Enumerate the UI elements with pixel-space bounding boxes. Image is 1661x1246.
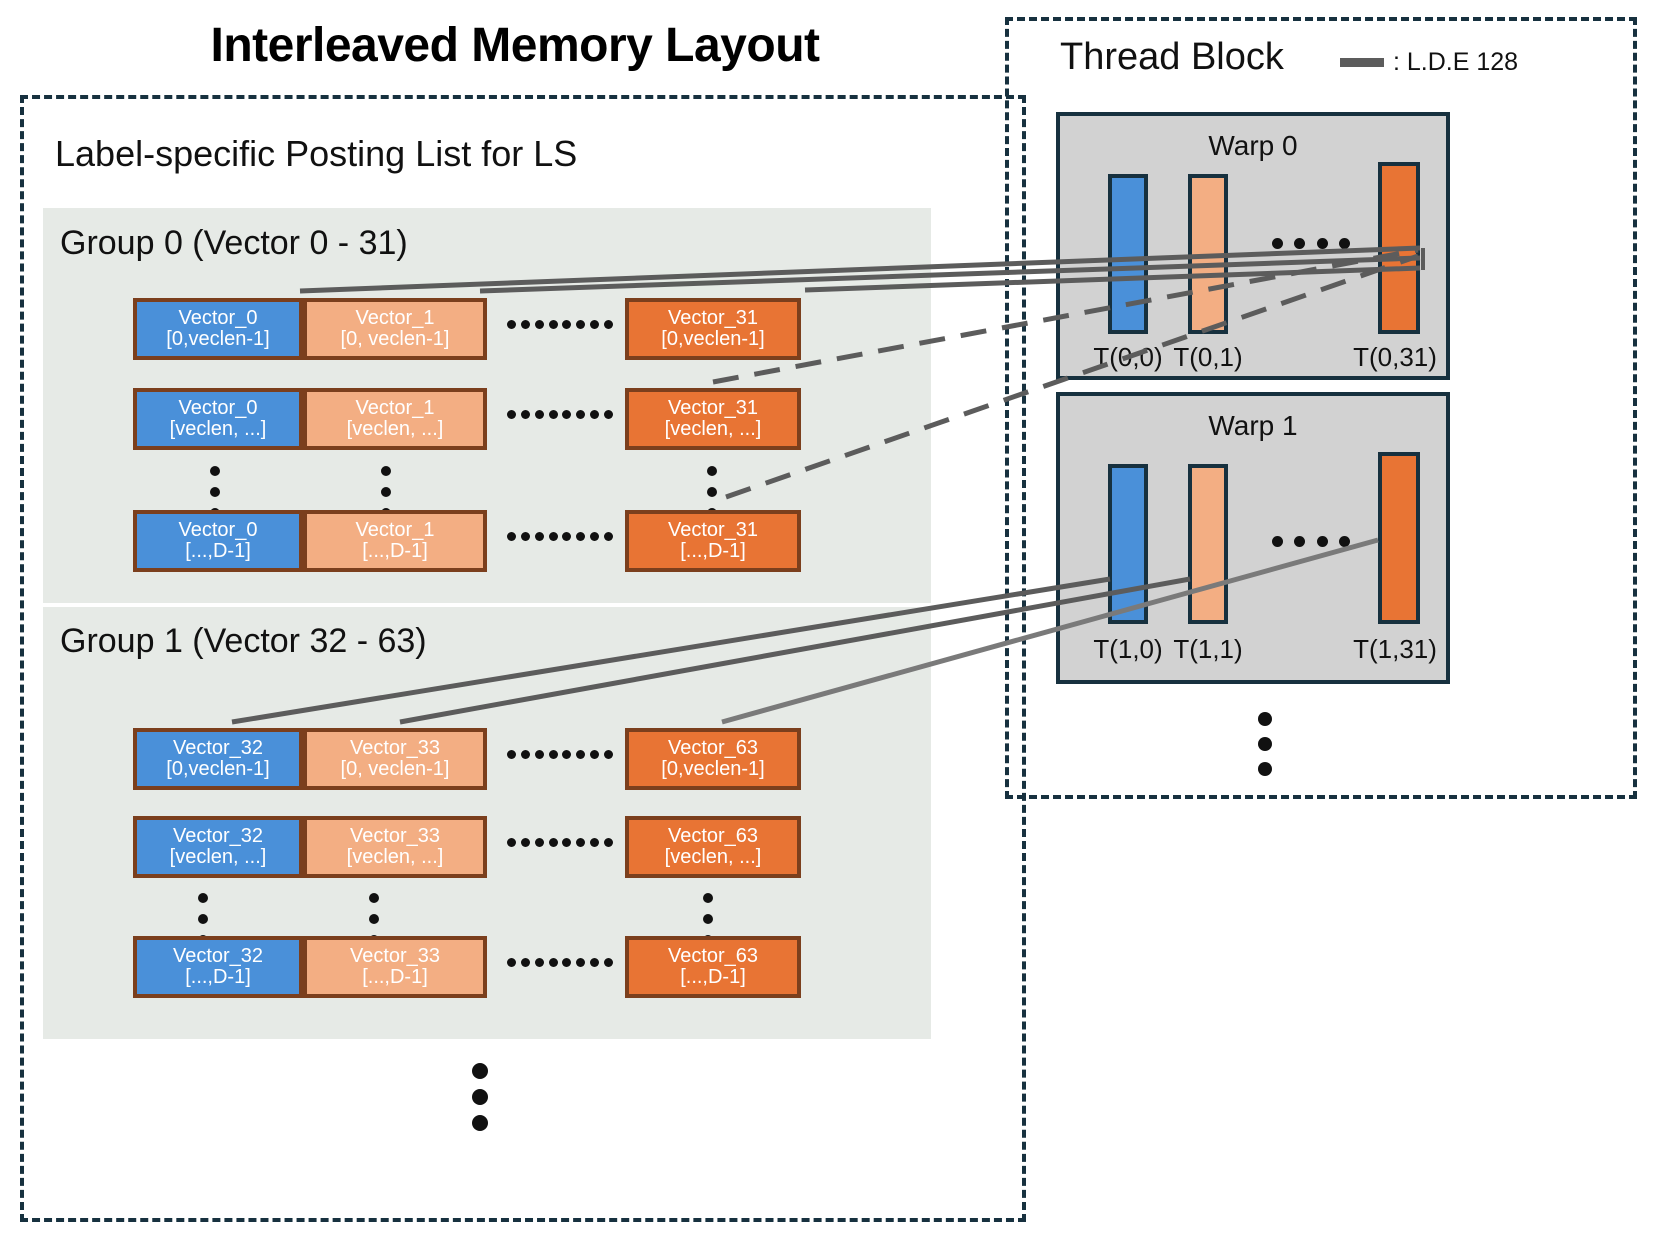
vector-cell[interactable]: Vector_63 [veclen, ...] <box>625 816 801 878</box>
vector-cell-name: Vector_32 <box>172 737 264 760</box>
solid-line-swatch-icon <box>1340 58 1384 67</box>
horizontal-ellipsis-icon <box>1272 238 1350 249</box>
thread-label: T(0,31) <box>1353 342 1437 372</box>
vector-cell-range: [veclen, ...] <box>664 846 762 868</box>
vector-row: Vector_32 [0,veclen-1] Vector_33 [0, vec… <box>133 728 803 790</box>
vector-cell-name: Vector_63 <box>667 737 759 760</box>
vector-row: Vector_32 [...,D-1] Vector_33 [...,D-1] … <box>133 936 803 998</box>
vector-cell[interactable]: Vector_31 [veclen, ...] <box>625 388 801 450</box>
vector-cell-range: [veclen, ...] <box>169 418 267 440</box>
vector-cell[interactable]: Vector_33 [0, veclen-1] <box>303 728 487 790</box>
vector-cell[interactable]: Vector_33 [...,D-1] <box>303 936 487 998</box>
thread-label: T(1,1) <box>1173 634 1243 664</box>
vector-row: Vector_0 [0,veclen-1] Vector_1 [0, vecle… <box>133 298 803 360</box>
vector-cell-range: [...,D-1] <box>680 540 746 562</box>
vector-cell-range: [0,veclen-1] <box>661 328 765 350</box>
horizontal-ellipsis-icon <box>507 532 613 541</box>
vector-cell-range: [veclen, ...] <box>346 418 444 440</box>
vector-cell-range: [veclen, ...] <box>169 846 267 868</box>
posting-list-heading: Label-specific Posting List for LS <box>55 133 578 174</box>
vector-cell-range: [0,veclen-1] <box>166 758 270 780</box>
vector-cell-range: [...,D-1] <box>185 540 251 562</box>
thread-block-heading: Thread Block <box>1060 36 1284 78</box>
vector-cell-range: [...,D-1] <box>185 966 251 988</box>
vector-cell-name: Vector_0 <box>178 307 258 330</box>
thread-label: T(1,31) <box>1353 634 1437 664</box>
vector-cell[interactable]: Vector_1 [...,D-1] <box>303 510 487 572</box>
thread-bar[interactable] <box>1108 464 1148 624</box>
vector-cell-name: Vector_31 <box>667 307 759 330</box>
vector-cell-name: Vector_1 <box>355 307 435 330</box>
vector-cell[interactable]: Vector_63 [...,D-1] <box>625 936 801 998</box>
warp-1-title: Warp 1 <box>1208 410 1298 441</box>
vector-cell[interactable]: Vector_33 [veclen, ...] <box>303 816 487 878</box>
group-1-label: Group 1 (Vector 32 - 63) <box>60 622 427 660</box>
vector-cell-name: Vector_32 <box>172 825 264 848</box>
vector-cell-name: Vector_33 <box>349 825 441 848</box>
vector-row: Vector_0 [veclen, ...] Vector_1 [veclen,… <box>133 388 803 450</box>
vector-cell-name: Vector_33 <box>349 945 441 968</box>
thread-bar[interactable] <box>1188 464 1228 624</box>
vector-cell[interactable]: Vector_1 [0, veclen-1] <box>303 298 487 360</box>
vector-cell-name: Vector_33 <box>349 737 441 760</box>
vector-cell-name: Vector_1 <box>355 397 435 420</box>
vector-cell-range: [veclen, ...] <box>346 846 444 868</box>
thread-block-vertical-ellipsis-icon <box>1258 712 1272 776</box>
vector-cell-range: [0, veclen-1] <box>340 758 450 780</box>
vector-cell-name: Vector_0 <box>178 519 258 542</box>
horizontal-ellipsis-icon <box>1272 536 1350 547</box>
vector-cell[interactable]: Vector_63 [0,veclen-1] <box>625 728 801 790</box>
horizontal-ellipsis-icon <box>507 958 613 967</box>
thread-bar[interactable] <box>1108 174 1148 334</box>
vector-cell-name: Vector_31 <box>667 397 759 420</box>
horizontal-ellipsis-icon <box>507 838 613 847</box>
legend-label: : L.D.E 128 <box>1393 48 1519 76</box>
vector-cell-name: Vector_63 <box>667 945 759 968</box>
vector-cell-range: [...,D-1] <box>362 540 428 562</box>
vector-cell-name: Vector_31 <box>667 519 759 542</box>
vector-cell-range: [0,veclen-1] <box>661 758 765 780</box>
vector-cell[interactable]: Vector_32 [0,veclen-1] <box>133 728 303 790</box>
thread-bar[interactable] <box>1378 452 1420 624</box>
warp-0-container: Warp 0 T(0,0) T(0,1) T(0,31) <box>1056 112 1450 380</box>
vector-cell[interactable]: Vector_32 [veclen, ...] <box>133 816 303 878</box>
warp-1-container: Warp 1 T(1,0) T(1,1) T(1,31) <box>1056 392 1450 684</box>
thread-bar[interactable] <box>1188 174 1228 334</box>
page-title: Interleaved Memory Layout <box>210 19 820 72</box>
vector-cell[interactable]: Vector_31 [0,veclen-1] <box>625 298 801 360</box>
vector-cell-range: [...,D-1] <box>680 966 746 988</box>
vector-cell[interactable]: Vector_1 [veclen, ...] <box>303 388 487 450</box>
horizontal-ellipsis-icon <box>507 750 613 759</box>
horizontal-ellipsis-icon <box>507 410 613 419</box>
vector-cell-name: Vector_32 <box>172 945 264 968</box>
vector-row: Vector_0 [...,D-1] Vector_1 [...,D-1] Ve… <box>133 510 803 572</box>
thread-bar[interactable] <box>1378 162 1420 334</box>
vector-cell[interactable]: Vector_0 [...,D-1] <box>133 510 303 572</box>
vector-row: Vector_32 [veclen, ...] Vector_33 [vecle… <box>133 816 803 878</box>
posting-list-vertical-ellipsis-icon <box>472 1063 488 1131</box>
vector-cell[interactable]: Vector_0 [0,veclen-1] <box>133 298 303 360</box>
horizontal-ellipsis-icon <box>507 320 613 329</box>
legend: : L.D.E 128 <box>1340 48 1518 77</box>
vector-cell-name: Vector_0 <box>178 397 258 420</box>
thread-label: T(0,1) <box>1173 342 1243 372</box>
warp-0-title: Warp 0 <box>1208 130 1298 161</box>
group-0-label: Group 0 (Vector 0 - 31) <box>60 224 408 262</box>
vector-cell-range: [0, veclen-1] <box>340 328 450 350</box>
vector-cell[interactable]: Vector_0 [veclen, ...] <box>133 388 303 450</box>
vector-cell[interactable]: Vector_31 [...,D-1] <box>625 510 801 572</box>
vector-cell-range: [veclen, ...] <box>664 418 762 440</box>
vector-cell-name: Vector_63 <box>667 825 759 848</box>
vector-cell-name: Vector_1 <box>355 519 435 542</box>
vector-cell-range: [...,D-1] <box>362 966 428 988</box>
vector-cell-range: [0,veclen-1] <box>166 328 270 350</box>
vector-cell[interactable]: Vector_32 [...,D-1] <box>133 936 303 998</box>
